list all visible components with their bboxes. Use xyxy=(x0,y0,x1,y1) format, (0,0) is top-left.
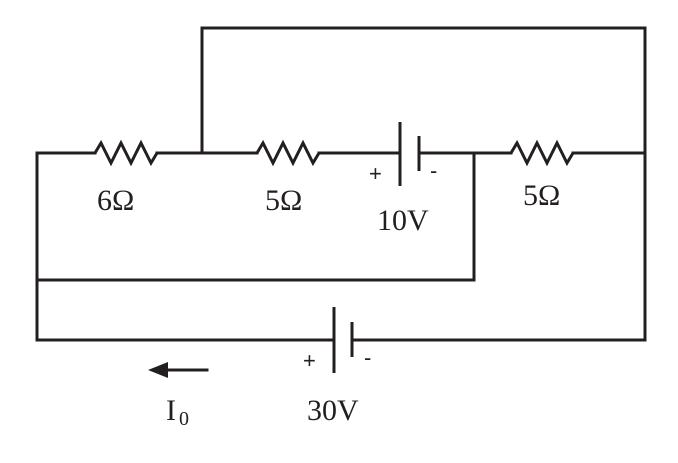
battery-10v-minus: - xyxy=(430,158,437,183)
label-6ohm: 6Ω xyxy=(97,184,134,217)
label-5ohm-right: 5Ω xyxy=(523,179,560,212)
resistor-5ohm-middle xyxy=(255,139,321,167)
current-arrow-head xyxy=(148,362,168,378)
label-current-i: I xyxy=(166,394,176,427)
label-10v: 10V xyxy=(377,204,429,237)
battery-10v-plus: + xyxy=(369,161,382,186)
label-current-subscript: 0 xyxy=(179,408,189,430)
top-loop-wire xyxy=(200,26,647,342)
inner-loop-wire xyxy=(35,151,476,282)
resistor-6ohm xyxy=(93,139,159,167)
battery-30v-plus: + xyxy=(303,348,316,373)
resistor-5ohm-right xyxy=(509,139,575,167)
label-5ohm-middle: 5Ω xyxy=(265,184,302,217)
battery-30v-minus: - xyxy=(364,345,371,370)
label-30v: 30V xyxy=(307,394,359,427)
